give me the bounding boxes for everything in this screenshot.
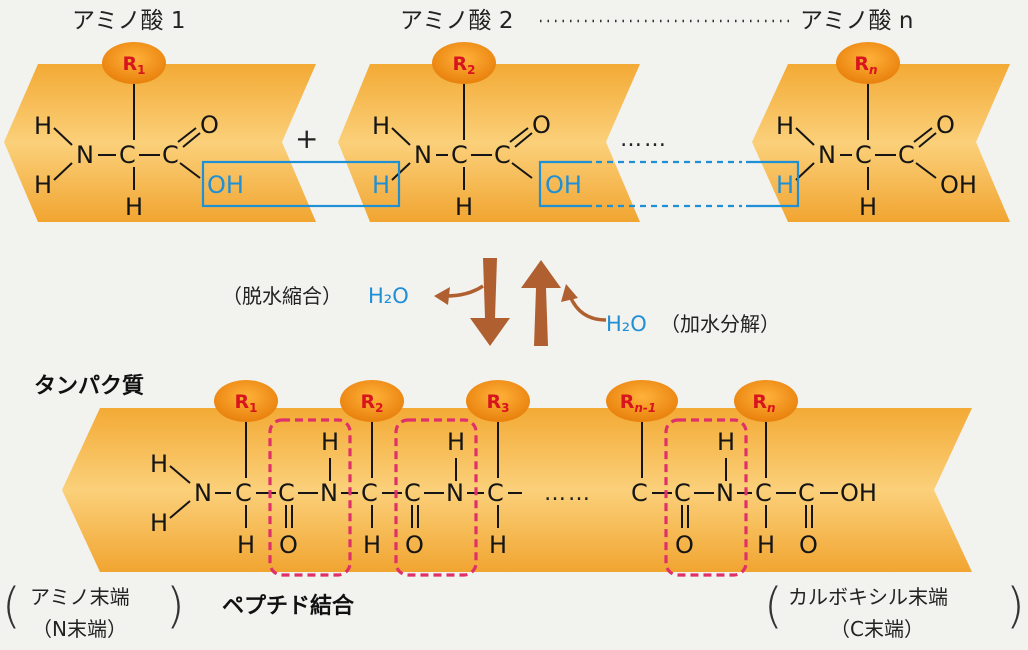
peptide-bond-box	[394, 418, 478, 577]
svg-text:H: H	[321, 428, 339, 456]
protein-chain: R1 R2 R3 Rn-1 Rn H H N C H C O N H	[150, 380, 877, 559]
plus-sign: +	[295, 122, 318, 155]
n-terminal-open-paren: (	[2, 578, 21, 634]
r-group-badge	[734, 380, 798, 422]
amino-acid-1-label: アミノ酸 1	[72, 8, 185, 34]
condensation-side-arrow	[445, 284, 484, 298]
svg-text:O: O	[279, 531, 298, 559]
svg-text:C: C	[404, 479, 421, 507]
svg-text:H: H	[34, 112, 52, 140]
water-removal-box-3	[746, 160, 800, 208]
n-terminal-close-paren: )	[166, 578, 185, 634]
c-terminal-label: カルボキシル末端	[788, 585, 948, 609]
svg-text:H: H	[372, 112, 390, 140]
svg-text:H: H	[859, 193, 877, 221]
amino-acid-2-label: アミノ酸 2	[400, 8, 513, 34]
condensation-arrow	[470, 258, 510, 346]
svg-text:H: H	[237, 531, 255, 559]
svg-text:H: H	[150, 450, 168, 478]
svg-text:C: C	[162, 141, 179, 169]
r-group-badge	[836, 42, 900, 84]
svg-text:OH: OH	[840, 479, 877, 507]
r-group-badge	[214, 380, 278, 422]
hydrolysis-side-arrow	[568, 295, 607, 322]
r-group-badge	[340, 380, 404, 422]
svg-text:H: H	[757, 531, 775, 559]
n-terminal-label: アミノ末端	[30, 585, 130, 609]
svg-text:OH: OH	[207, 171, 244, 199]
svg-text:H: H	[363, 531, 381, 559]
protein-title: タンパク質	[34, 374, 144, 399]
water-removal-box-1	[201, 160, 401, 208]
svg-text:C: C	[487, 479, 504, 507]
n-terminal-short-label: （N末端）	[32, 617, 127, 641]
svg-text:H: H	[372, 171, 390, 199]
svg-text:N: N	[414, 141, 432, 169]
hydrolysis-water: H₂O	[606, 312, 647, 336]
svg-text:OH: OH	[545, 171, 582, 199]
svg-text:C: C	[755, 479, 772, 507]
svg-text:C: C	[798, 479, 815, 507]
peptide-bond-box	[268, 418, 352, 577]
amino-acid-1-ribbon	[4, 64, 316, 222]
chain-ellipsis: ……	[544, 481, 592, 506]
svg-text:H: H	[150, 509, 168, 537]
svg-text:C: C	[855, 141, 872, 169]
svg-text:C: C	[119, 141, 136, 169]
svg-text:N: N	[76, 141, 94, 169]
svg-text:N: N	[320, 479, 338, 507]
middle-ellipsis: ……	[620, 127, 668, 152]
svg-text:H: H	[447, 428, 465, 456]
hydrolysis-label: （加水分解）	[660, 312, 780, 336]
amino-acid-n-ribbon	[752, 64, 1010, 222]
amino-acid-1-structure: R1 H H N C H C O OH	[34, 42, 244, 221]
svg-text:OH: OH	[940, 171, 977, 199]
peptide-bond-label: ペプチド結合	[222, 593, 355, 619]
r-group-badge	[432, 42, 496, 84]
svg-text:O: O	[405, 531, 424, 559]
condensation-water: H₂O	[368, 284, 409, 308]
svg-text:O: O	[675, 531, 694, 559]
amino-acid-2-structure: R2 H H N C H C O OH	[372, 42, 582, 221]
amino-acid-n-label: アミノ酸 n	[800, 8, 913, 34]
reaction-arrows	[434, 258, 607, 346]
condensation-label: （脱水縮合）	[222, 284, 342, 308]
svg-text:H: H	[776, 112, 794, 140]
svg-text:H: H	[489, 531, 507, 559]
amino-acid-2-ribbon	[338, 64, 640, 222]
svg-text:N: N	[716, 479, 734, 507]
svg-text:N: N	[446, 479, 464, 507]
svg-text:C: C	[278, 479, 295, 507]
svg-text:O: O	[200, 111, 219, 139]
c-terminal-short-label: （C末端）	[830, 617, 924, 641]
c-terminal-open-paren: (	[764, 578, 783, 634]
svg-text:N: N	[818, 141, 836, 169]
svg-text:N: N	[194, 479, 212, 507]
c-terminal-close-paren: )	[1006, 578, 1025, 634]
svg-text:O: O	[532, 111, 551, 139]
water-removal-box-2	[538, 160, 592, 208]
svg-text:O: O	[799, 531, 818, 559]
svg-text:C: C	[674, 479, 691, 507]
svg-text:C: C	[361, 479, 378, 507]
svg-text:H: H	[125, 193, 143, 221]
svg-text:C: C	[898, 141, 915, 169]
amino-acid-n-structure: Rn H H N C H C O OH	[776, 42, 977, 221]
svg-text:C: C	[494, 141, 511, 169]
svg-text:H: H	[455, 193, 473, 221]
svg-text:C: C	[235, 479, 252, 507]
svg-text:H: H	[34, 171, 52, 199]
svg-text:H: H	[717, 428, 735, 456]
r-group-badge	[606, 380, 678, 422]
hydrolysis-arrow	[521, 260, 561, 346]
svg-text:O: O	[936, 111, 955, 139]
svg-text:H: H	[776, 171, 794, 199]
svg-text:C: C	[451, 141, 468, 169]
r-group-badge	[466, 380, 530, 422]
peptide-bond-box	[664, 418, 748, 577]
r-group-badge	[102, 42, 166, 84]
svg-text:C: C	[631, 479, 648, 507]
